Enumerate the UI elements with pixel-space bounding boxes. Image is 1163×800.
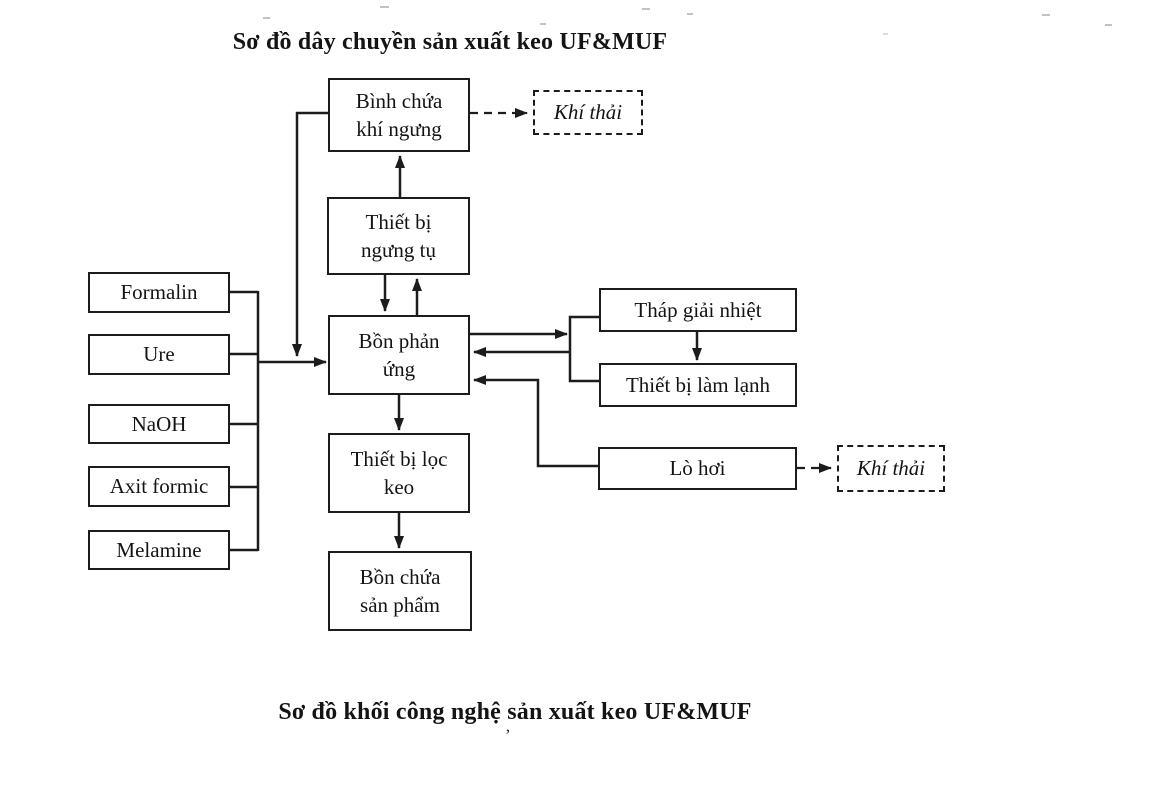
scan-artifact bbox=[642, 8, 650, 10]
node-label: Axit formic bbox=[109, 474, 209, 499]
node-bon-chua-san-pham: Bồn chứa sản phẩm bbox=[328, 551, 472, 631]
scan-artifact bbox=[263, 17, 270, 19]
node-bon-phan-ung: Bồn phản ứng bbox=[328, 315, 470, 395]
wire-cooling-bracket bbox=[568, 315, 599, 383]
node-label: Thiết bị lọc bbox=[350, 446, 448, 471]
node-label: Khí thải bbox=[856, 456, 926, 481]
node-lo-hoi: Lò hơi bbox=[598, 447, 797, 490]
arrow-condtank-return bbox=[292, 111, 328, 357]
node-khi-thai-top: Khí thải bbox=[533, 90, 643, 135]
node-formalin: Formalin bbox=[88, 272, 230, 313]
node-label: Khí thải bbox=[553, 100, 623, 125]
diagram-title-bottom: Sơ đồ khối công nghệ sản xuất keo UF&MUF bbox=[278, 699, 752, 725]
scan-artifact bbox=[540, 23, 546, 25]
node-label: Lò hơi bbox=[669, 456, 726, 481]
node-label: sản phẩm bbox=[360, 593, 440, 617]
node-thap-giai-nhiet: Tháp giải nhiệt bbox=[599, 288, 797, 332]
node-label: Tháp giải nhiệt bbox=[634, 297, 762, 322]
scan-artifact bbox=[1105, 24, 1112, 26]
node-label: Bồn chứa bbox=[359, 564, 441, 589]
scan-artifact-mark: ʼ bbox=[505, 726, 511, 745]
scan-artifact bbox=[883, 33, 888, 35]
node-label: keo bbox=[383, 475, 415, 499]
node-label: Bình chứa bbox=[355, 88, 443, 113]
node-thiet-bi-loc-keo: Thiết bị lọc keo bbox=[328, 433, 470, 513]
node-label: Formalin bbox=[120, 280, 198, 305]
node-label: ngưng tụ bbox=[361, 238, 436, 262]
diagram-title-top: Sơ đồ dây chuyền sản xuất keo UF&MUF bbox=[232, 29, 668, 55]
node-label: NaOH bbox=[131, 411, 187, 436]
node-label: Ure bbox=[143, 342, 175, 367]
node-naoh: NaOH bbox=[88, 404, 230, 444]
node-khi-thai-bottom: Khí thải bbox=[837, 445, 945, 492]
node-axit-formic: Axit formic bbox=[88, 466, 230, 507]
node-melamine: Melamine bbox=[88, 530, 230, 570]
node-label: ứng bbox=[382, 357, 416, 381]
node-label: Thiết bị bbox=[365, 209, 432, 234]
node-label: Thiết bị làm lạnh bbox=[625, 372, 771, 397]
node-thiet-bi-ngung-tu: Thiết bị ngưng tụ bbox=[327, 197, 470, 275]
node-label: Melamine bbox=[116, 537, 202, 562]
scan-artifact bbox=[380, 6, 389, 8]
node-label: khí ngưng bbox=[356, 117, 442, 141]
scan-artifact bbox=[1042, 14, 1050, 16]
arrow-boiler-to-reactor bbox=[473, 375, 598, 468]
node-label: Bồn phản bbox=[358, 328, 440, 353]
node-ure: Ure bbox=[88, 334, 230, 375]
node-thiet-bi-lam-lanh: Thiết bị làm lạnh bbox=[599, 363, 797, 407]
scan-artifact bbox=[687, 13, 693, 15]
node-binh-chua-khi-ngung: Bình chứa khí ngưng bbox=[328, 78, 470, 152]
